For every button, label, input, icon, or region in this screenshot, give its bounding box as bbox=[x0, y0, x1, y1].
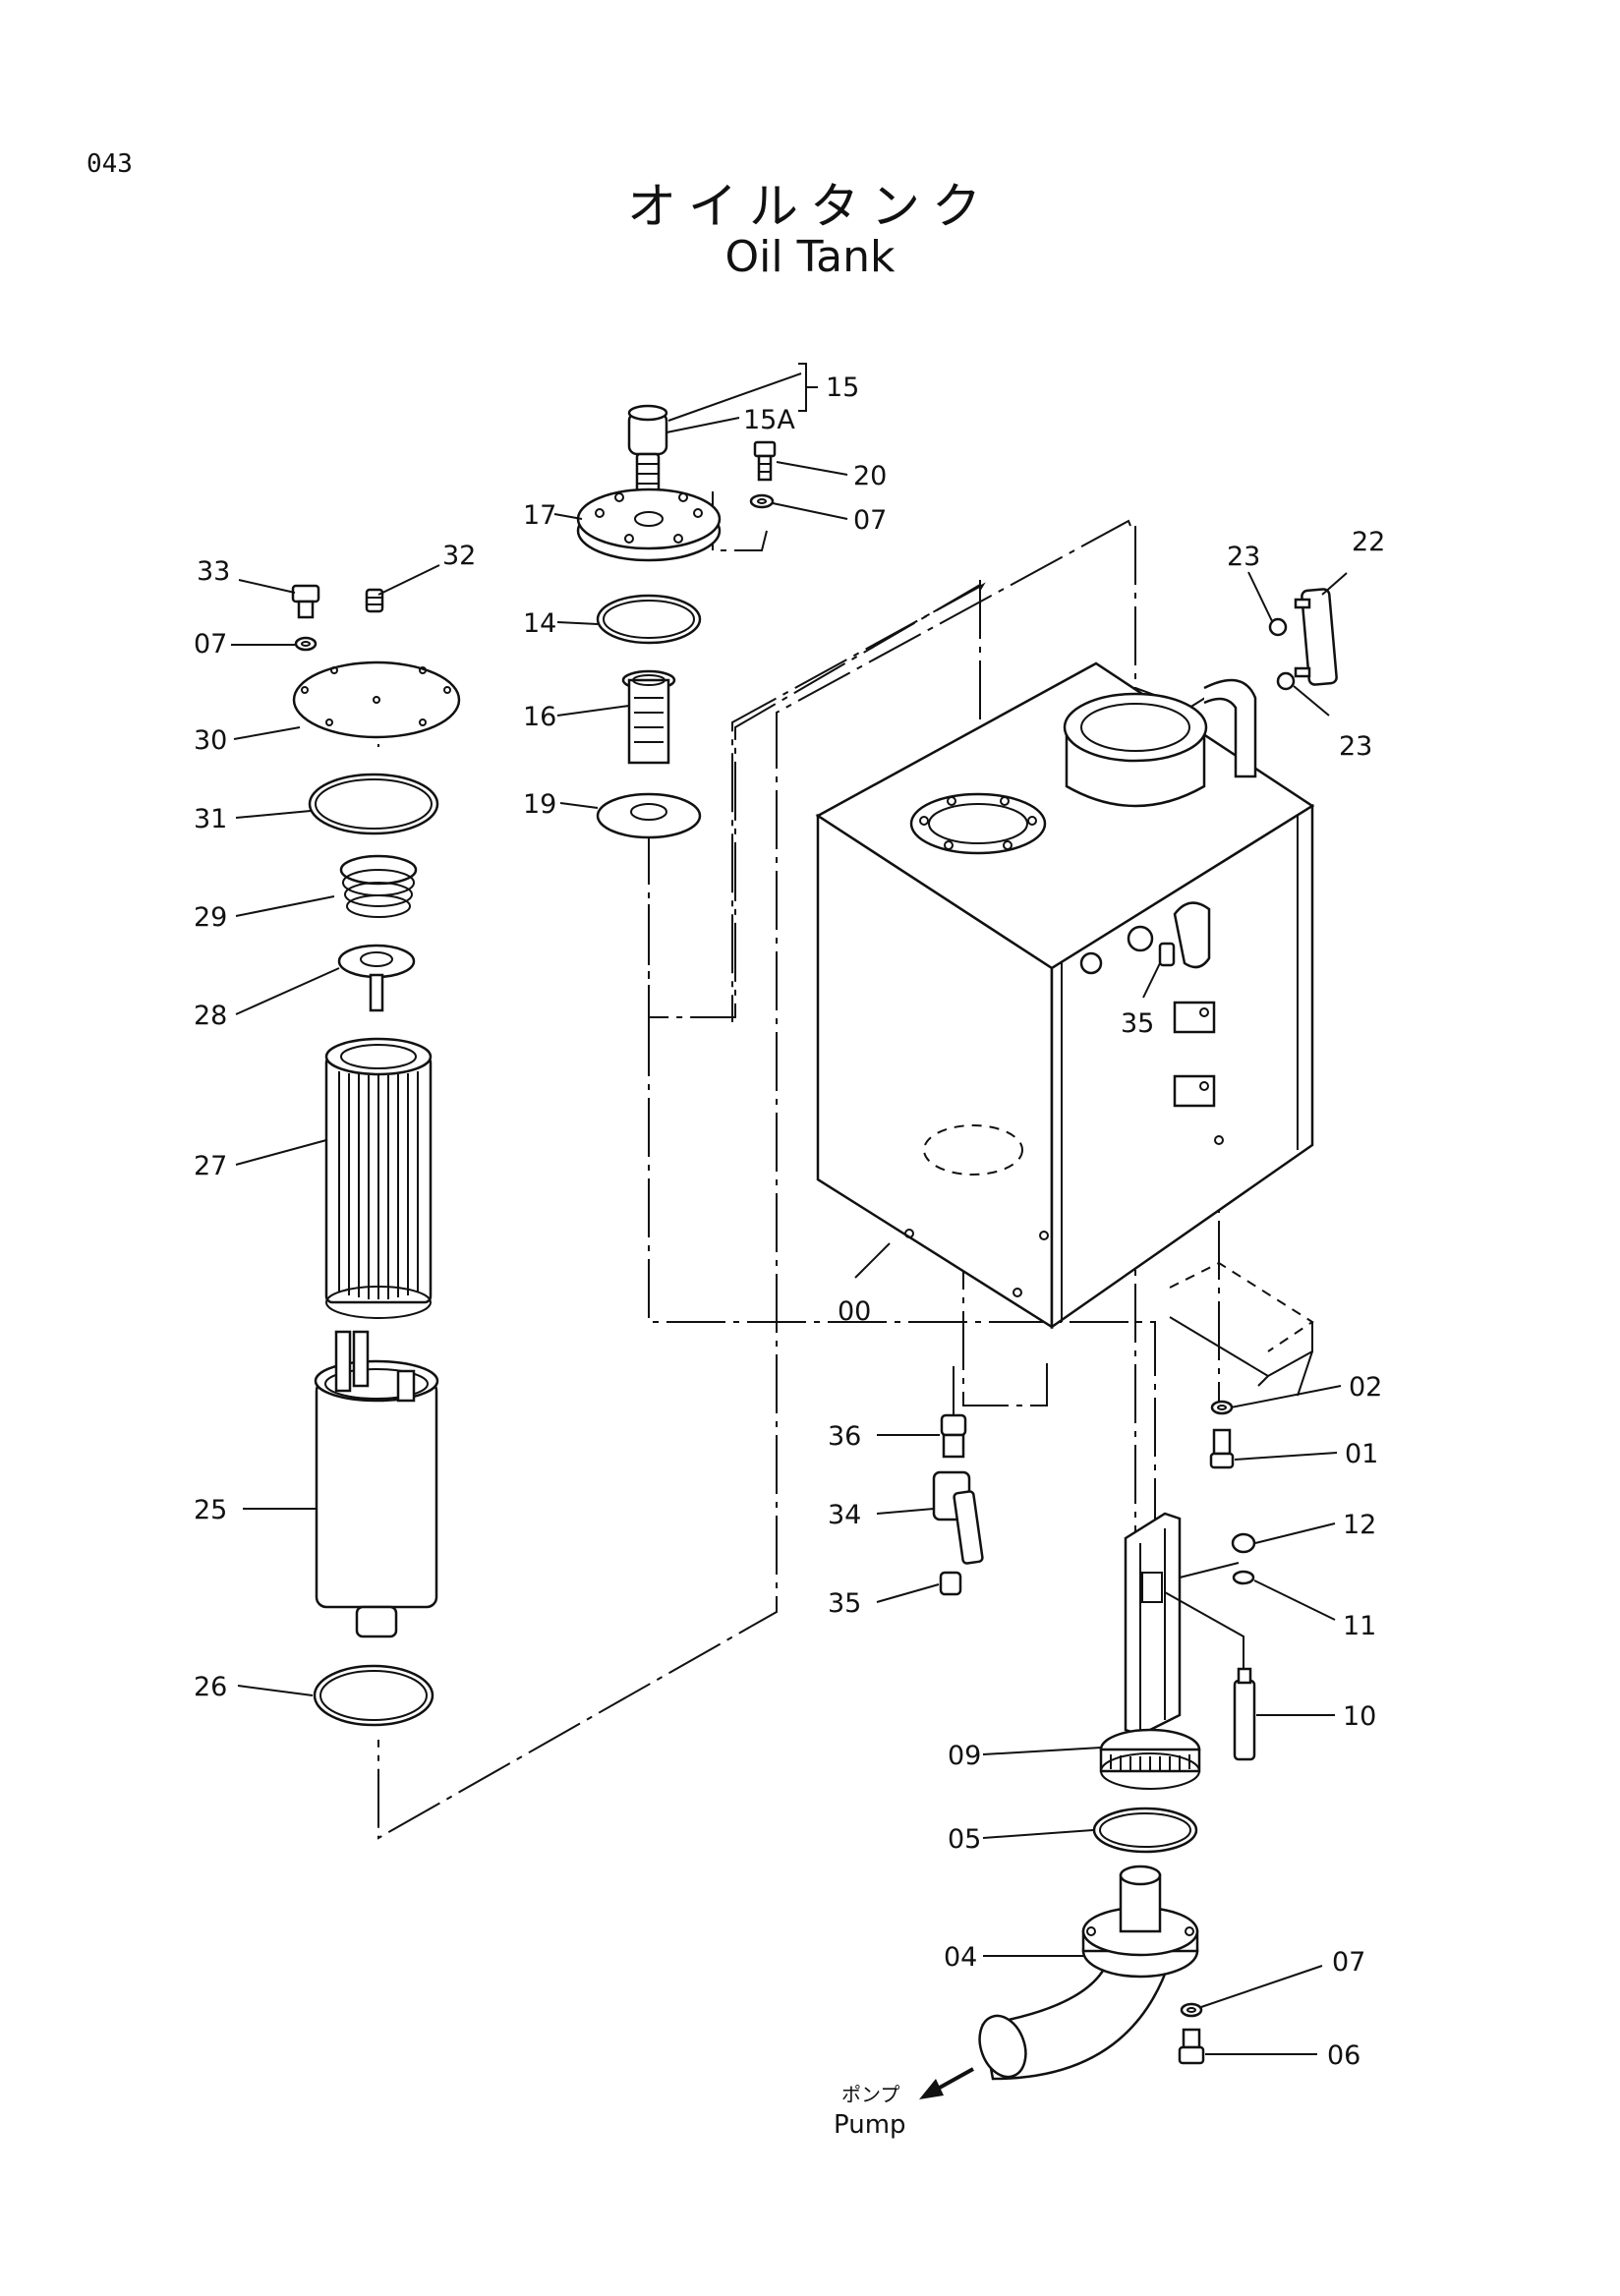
oil-tank-body bbox=[815, 661, 1315, 1330]
label-16: 16 bbox=[523, 702, 556, 732]
bolt-33 bbox=[291, 584, 320, 619]
label-30: 30 bbox=[194, 725, 227, 756]
label-09: 09 bbox=[948, 1741, 981, 1771]
valve-28 bbox=[337, 944, 416, 1012]
label-27: 27 bbox=[194, 1151, 227, 1181]
label-07-left: 07 bbox=[194, 629, 227, 660]
part-labels: 15 15A 20 17 07 33 32 07 14 30 16 31 19 … bbox=[194, 373, 1385, 2140]
label-36: 36 bbox=[828, 1421, 861, 1452]
nut-12 bbox=[1231, 1532, 1256, 1554]
washer-07-left bbox=[294, 636, 318, 652]
washer-02 bbox=[1210, 1400, 1234, 1415]
top-cover-plate bbox=[576, 488, 722, 562]
label-00: 00 bbox=[838, 1296, 871, 1327]
label-23-bottom: 23 bbox=[1339, 731, 1372, 762]
label-02: 02 bbox=[1349, 1372, 1382, 1403]
pump-label-japanese: ポンプ bbox=[841, 2083, 899, 2106]
suction-elbow-04 bbox=[978, 1865, 1199, 2081]
label-07-bottom: 07 bbox=[1332, 1947, 1365, 1978]
breather-cap bbox=[627, 404, 668, 493]
assembly-center-lines bbox=[377, 491, 1230, 1840]
pump-label-english: Pump bbox=[834, 2110, 906, 2140]
washer-23-top bbox=[1268, 617, 1288, 637]
washer-11 bbox=[1232, 1570, 1255, 1585]
o-ring-26 bbox=[313, 1664, 434, 1727]
sensor-10 bbox=[1164, 1562, 1256, 1761]
o-ring-31 bbox=[308, 773, 439, 835]
label-25: 25 bbox=[194, 1495, 227, 1525]
label-35-drain: 35 bbox=[828, 1588, 861, 1619]
label-10: 10 bbox=[1343, 1701, 1376, 1732]
label-15a: 15A bbox=[743, 405, 795, 435]
label-05: 05 bbox=[948, 1824, 981, 1855]
label-23-top: 23 bbox=[1227, 542, 1260, 572]
label-20: 20 bbox=[853, 461, 887, 491]
bolt-06 bbox=[1178, 2028, 1205, 2065]
gasket-19 bbox=[596, 792, 702, 839]
label-31: 31 bbox=[194, 804, 227, 834]
strainer-16 bbox=[621, 669, 676, 765]
mounting-bracket bbox=[1169, 1261, 1314, 1397]
label-28: 28 bbox=[194, 1001, 227, 1031]
washer-07-top bbox=[749, 493, 775, 509]
plug-32 bbox=[365, 588, 384, 613]
washer-07-bottom bbox=[1180, 2002, 1203, 2018]
label-35-tank: 35 bbox=[1121, 1008, 1154, 1039]
label-11: 11 bbox=[1343, 1611, 1376, 1641]
bolt-20 bbox=[753, 440, 777, 482]
drain-valve-34 bbox=[932, 1470, 984, 1565]
plug-35-bottom bbox=[939, 1571, 962, 1596]
filter-cover-30 bbox=[292, 660, 461, 739]
filter-case-25 bbox=[314, 1330, 439, 1638]
label-19: 19 bbox=[523, 789, 556, 820]
bracket-22 bbox=[1294, 588, 1338, 686]
label-15: 15 bbox=[826, 373, 859, 403]
label-04: 04 bbox=[944, 1942, 977, 1973]
o-ring-05 bbox=[1092, 1807, 1198, 1854]
filter-element-27 bbox=[324, 1037, 433, 1319]
page-number: 043 bbox=[87, 149, 133, 179]
spring-29 bbox=[339, 854, 418, 918]
label-12: 12 bbox=[1343, 1510, 1376, 1540]
label-34: 34 bbox=[828, 1500, 861, 1530]
label-14: 14 bbox=[523, 608, 556, 639]
label-17: 17 bbox=[523, 500, 556, 531]
bolt-01 bbox=[1209, 1428, 1235, 1469]
suction-pipe-09 bbox=[1099, 1512, 1201, 1790]
leader-lines bbox=[231, 363, 1348, 2055]
o-ring-14 bbox=[596, 594, 702, 645]
washer-23-bottom bbox=[1276, 671, 1296, 691]
title-english: Oil Tank bbox=[724, 232, 896, 282]
fitting-36 bbox=[940, 1413, 967, 1459]
label-29: 29 bbox=[194, 902, 227, 933]
title-japanese: オイルタンク bbox=[627, 178, 993, 235]
pump-arrow bbox=[919, 2067, 974, 2099]
label-06: 06 bbox=[1327, 2040, 1360, 2071]
label-01: 01 bbox=[1345, 1439, 1378, 1469]
label-33: 33 bbox=[197, 556, 230, 587]
label-22: 22 bbox=[1352, 527, 1385, 557]
label-07-top: 07 bbox=[853, 505, 887, 536]
label-26: 26 bbox=[194, 1672, 227, 1702]
label-32: 32 bbox=[442, 541, 476, 571]
